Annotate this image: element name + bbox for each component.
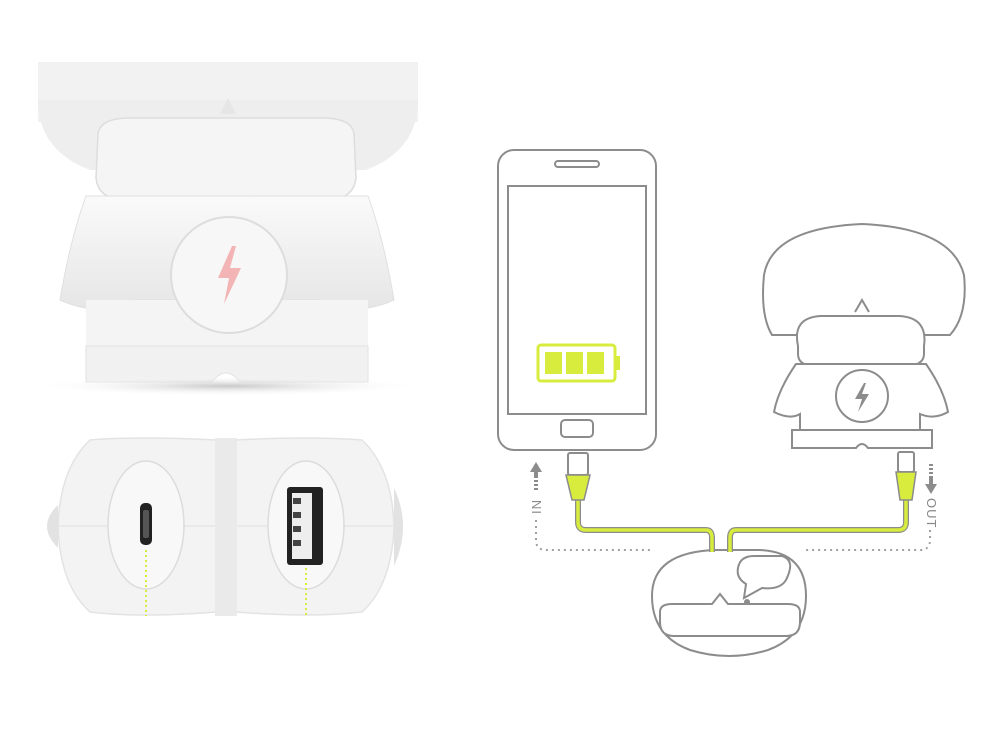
arrow-up-icon [530, 462, 542, 490]
battery-icon [536, 343, 620, 383]
powerbank-base-outline [650, 549, 808, 657]
device-bottom-photo [47, 437, 403, 616]
output-flow-line [806, 530, 931, 551]
battery-bar [566, 352, 583, 374]
input-flow-line [535, 520, 650, 551]
battery-bar [545, 352, 562, 374]
lightning-bolt-icon [218, 246, 241, 304]
output-label: OUT [924, 498, 939, 528]
battery-bar [587, 352, 604, 374]
input-label: IN [529, 499, 544, 514]
phone-connector [565, 452, 591, 501]
device-front-photo [28, 62, 428, 396]
powerbank-connector [895, 451, 917, 501]
smartphone-outline [497, 149, 657, 451]
charging-diagram: IN OUT [497, 149, 966, 657]
powerbank-outline [762, 222, 966, 449]
lightning-bolt-icon [855, 383, 869, 412]
charging-cable [575, 500, 909, 552]
arrow-down-icon [925, 464, 937, 494]
